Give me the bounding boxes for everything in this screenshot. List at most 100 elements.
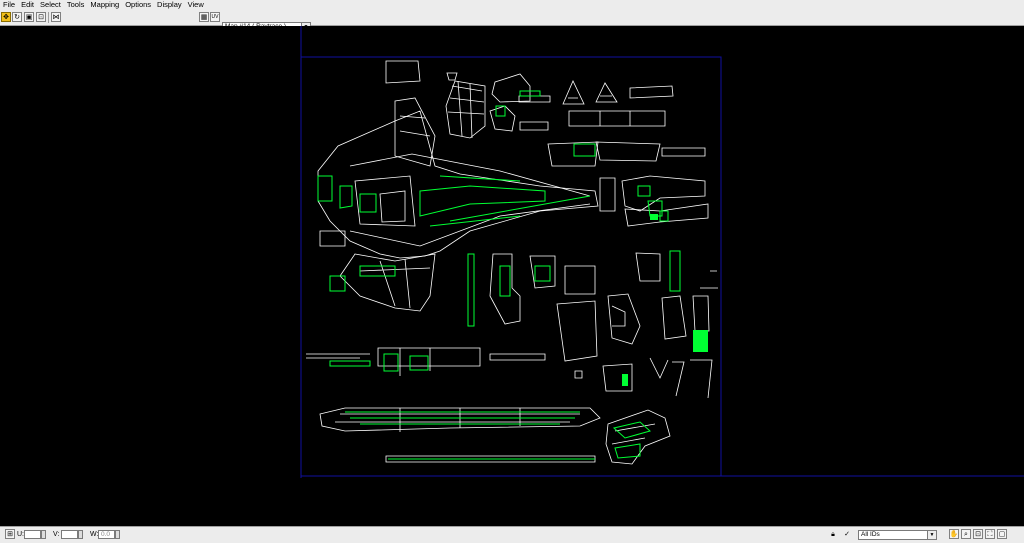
menu-display[interactable]: Display	[157, 0, 182, 9]
uv-edge	[354, 175, 416, 227]
uv-shell	[621, 175, 706, 212]
menu-mapping[interactable]: Mapping	[90, 0, 120, 9]
uv-shell-group	[306, 60, 718, 465]
menu-tools[interactable]: Tools	[66, 0, 85, 9]
zoom-button[interactable]: ⌕	[961, 529, 971, 539]
uv-shell	[661, 295, 687, 340]
v-label: V:	[53, 531, 60, 538]
uv-edge	[611, 305, 626, 327]
menu-edit[interactable]: Edit	[21, 0, 35, 9]
move-button[interactable]: ✥	[1, 12, 11, 22]
toolbar: ✥ ↻ ▣ ⊡ ⋈ ▦ UV Map #14 ( Raytrace ) ▼	[0, 10, 1024, 32]
uv-shell	[377, 347, 481, 376]
uv-shell-strip	[319, 407, 601, 432]
v-spinner[interactable]	[78, 530, 83, 539]
zoom-region-button[interactable]: ⊡	[973, 529, 983, 539]
zoom-selected-button[interactable]: ▢	[997, 529, 1007, 539]
uv-shell	[595, 82, 618, 103]
freeform-icon: ⊡	[38, 13, 44, 21]
uv-shell	[519, 121, 549, 131]
uv-edge	[399, 115, 431, 137]
uv-shell	[649, 357, 713, 399]
uv-shell	[385, 60, 421, 84]
zoom-extents-button[interactable]: ⛶	[985, 529, 995, 539]
rotate-button[interactable]: ↻	[12, 12, 22, 22]
selected-face	[359, 193, 377, 213]
selected-face-filled	[622, 374, 628, 386]
selected-face	[419, 185, 546, 217]
selected-face	[467, 253, 475, 327]
selected-face	[329, 360, 371, 367]
u-spinner[interactable]	[41, 530, 46, 539]
uv-shell	[489, 353, 546, 361]
u-label: U:	[17, 531, 24, 538]
selected-face	[612, 421, 652, 459]
menu-bar: File Edit Select Tools Mapping Options D…	[0, 0, 1024, 10]
selected-edge	[345, 411, 580, 425]
plus-box-icon: ⊞	[7, 530, 13, 538]
scale-icon: ▣	[25, 13, 33, 21]
uv-edge	[335, 408, 580, 432]
checker-icon: ▦	[200, 13, 208, 21]
uv-edge	[611, 423, 656, 445]
w-input[interactable]: 0.0	[98, 530, 115, 539]
mirror-icon: ⋈	[52, 13, 60, 21]
freeform-button[interactable]: ⊡	[36, 12, 46, 22]
selected-face	[383, 353, 429, 372]
uv-shell	[445, 80, 486, 139]
selected-face	[317, 175, 333, 202]
toolbar-separator	[48, 12, 49, 23]
menu-select[interactable]: Select	[40, 0, 61, 9]
uv-shell	[547, 141, 599, 167]
selected-face	[499, 265, 551, 297]
pan-button[interactable]: ✋	[949, 529, 959, 539]
chevron-down-icon: ▼	[927, 531, 936, 539]
uv-shell	[489, 253, 521, 325]
uv-shell	[562, 80, 585, 105]
uv-edge	[306, 353, 370, 359]
w-label: W:	[90, 531, 99, 538]
selected-face-filled	[650, 214, 658, 220]
uv-shell	[491, 73, 531, 103]
menu-file[interactable]: File	[3, 0, 16, 9]
uv-shell-wing	[339, 253, 436, 312]
uv-shell	[568, 110, 666, 127]
u-input[interactable]	[24, 530, 41, 539]
uv-button[interactable]: UV	[210, 12, 220, 22]
rotate-icon: ↻	[14, 13, 20, 21]
w-spinner[interactable]	[115, 530, 120, 539]
uv-shell	[556, 300, 598, 362]
selected-edge	[429, 175, 591, 227]
selected-face	[647, 200, 663, 217]
v-input[interactable]	[61, 530, 78, 539]
selected-face	[669, 250, 681, 292]
menu-view[interactable]: View	[187, 0, 204, 9]
uv-canvas[interactable]	[0, 26, 1024, 526]
menu-options[interactable]: Options	[125, 0, 152, 9]
checker-button[interactable]: ▦	[199, 12, 209, 22]
uv-shell	[564, 265, 596, 295]
uv-shell	[319, 230, 346, 247]
uv-frame-square	[300, 56, 722, 477]
uv-shell	[446, 72, 458, 81]
uv-shell	[635, 252, 661, 282]
scale-button[interactable]: ▣	[24, 12, 34, 22]
lock-icon: 🔒︎	[831, 530, 835, 538]
id-filter-value: All IDs	[861, 531, 880, 538]
uv-shell	[629, 85, 674, 99]
absolute-offset-button[interactable]: ⊞	[5, 529, 15, 539]
zoom-extents-icon: ⛶	[987, 530, 993, 538]
id-filter-dropdown[interactable]: All IDs ▼	[858, 530, 937, 540]
uv-shell-fin	[394, 97, 436, 167]
uv-shell	[605, 409, 671, 465]
uv-shell	[595, 141, 661, 162]
selected-face	[637, 185, 669, 222]
mirror-button[interactable]: ⋈	[51, 12, 61, 22]
selected-faces-group	[317, 90, 681, 460]
uv-edit-viewport[interactable]	[0, 26, 1024, 526]
lock-button[interactable]: 🔒︎	[828, 529, 838, 539]
pick-button[interactable]: ✓	[842, 529, 852, 539]
uv-edge	[349, 153, 591, 247]
selected-face	[573, 143, 596, 157]
uv-shell	[661, 147, 706, 157]
